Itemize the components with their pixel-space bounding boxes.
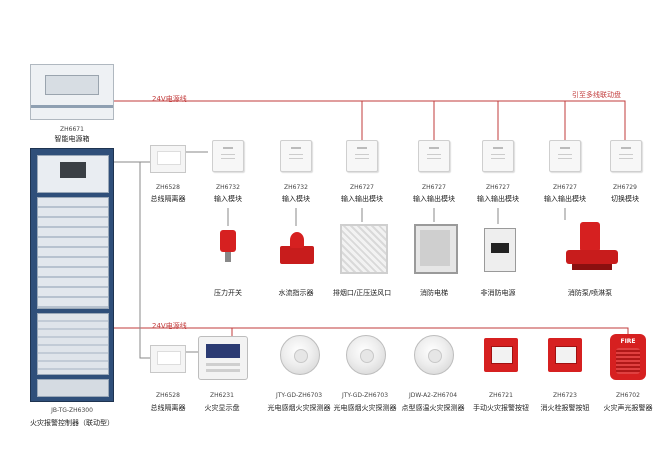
controller-main-panel [37, 155, 109, 193]
fire-pump-label: 消防泵/喷淋泵 [567, 289, 613, 297]
manual-alarm-button [484, 338, 518, 372]
upper-isolator-device [150, 145, 186, 173]
sound-light-alarm-name: 火灾声光报警器 [603, 404, 653, 412]
fire-text: FIRE [620, 338, 636, 345]
bus-vertical [139, 162, 150, 359]
heat-detector [414, 335, 454, 375]
io-module-1-code: ZH6727 [350, 184, 374, 191]
io-module-4-name: 输入输出模块 [544, 195, 586, 203]
switch-module [610, 140, 642, 172]
io-module-4 [549, 140, 581, 172]
lower-isolator-code: ZH6528 [156, 392, 180, 399]
sound-light-alarm: FIRE [610, 334, 646, 380]
io-module-3 [482, 140, 514, 172]
fire-display-panel [198, 336, 248, 380]
input-module-1-name: 输入模块 [214, 195, 242, 203]
power-panel-strip [31, 105, 113, 108]
smoke-detector-1 [280, 335, 320, 375]
io-module-2-code: ZH6727 [422, 184, 446, 191]
switch-module-code: ZH6729 [613, 184, 637, 191]
power-panel-code: ZH6671 [60, 126, 84, 133]
controller-screen [60, 162, 86, 178]
power-panel-box [30, 64, 114, 120]
manual-alarm-name: 手动火灾报警按钮 [473, 404, 529, 412]
io-module-1 [346, 140, 378, 172]
heat-detector-name: 点型感温火灾探测器 [401, 404, 465, 412]
lower-isolator-name: 总线隔离器 [150, 404, 186, 412]
input-module-2 [280, 140, 312, 172]
hydrant-alarm-code: ZH6723 [553, 392, 577, 399]
non-fire-power-icon [484, 228, 516, 272]
io-module-1-name: 输入输出模块 [341, 195, 383, 203]
non-fire-power-label: 非消防电源 [480, 289, 516, 297]
pressure-switch-label: 压力开关 [214, 289, 242, 297]
io-module-2 [418, 140, 450, 172]
smoke-vent-label: 排烟口/正压送风口 [332, 289, 392, 297]
smoke-detector-1-name: 光电感烟火灾探测器 [267, 404, 331, 412]
pressure-switch-icon [216, 230, 240, 264]
smoke-detector-1-code: JTY-GD-ZH6703 [275, 392, 323, 399]
heat-detector-code: JDW-A2-ZH6704 [408, 392, 458, 399]
power-panel-name: 智能电源箱 [54, 135, 90, 143]
controller-button-rows [37, 197, 109, 309]
fire-elevator-label: 消防电梯 [420, 289, 448, 297]
input-module-2-code: ZH6732 [284, 184, 308, 191]
upper-isolator-code: ZH6528 [156, 184, 180, 191]
input-module-2-name: 输入模块 [282, 195, 310, 203]
io-module-4-code: ZH6727 [553, 184, 577, 191]
water-flow-indicator-label: 水流指示器 [278, 289, 314, 297]
lower-power-line [112, 327, 629, 336]
controller-code: JB-TG-ZH6300 [51, 407, 93, 414]
controller-lower-panel [37, 313, 109, 375]
controller-base [37, 379, 109, 397]
input-module-1-code: ZH6732 [216, 184, 240, 191]
power-panel-display [45, 75, 99, 95]
upper-isolator-name: 总线隔离器 [150, 195, 186, 203]
multi-line-label: 引至多线联动盘 [572, 91, 621, 99]
hydrant-alarm-name: 消火栓报警按钮 [540, 404, 590, 412]
hydrant-alarm-button [548, 338, 582, 372]
manual-alarm-code: ZH6721 [489, 392, 513, 399]
water-flow-indicator-icon [280, 232, 314, 268]
io-module-2-name: 输入输出模块 [413, 195, 455, 203]
lower-isolator-device [150, 345, 186, 373]
fire-display-name: 火灾显示盘 [204, 404, 240, 412]
io-module-3-name: 输入输出模块 [477, 195, 519, 203]
smoke-detector-2-code: JTY-GD-ZH6703 [341, 392, 389, 399]
switch-module-name: 切换模块 [611, 195, 639, 203]
signal-line-label: 24V电源线 [152, 322, 187, 330]
smoke-vent-icon [340, 224, 388, 274]
upper-power-line [112, 100, 626, 140]
controller-name: 火灾报警控制器（联动型） [30, 419, 114, 427]
io-module-3-code: ZH6727 [486, 184, 510, 191]
fire-elevator-icon [414, 224, 458, 274]
input-module-1 [212, 140, 244, 172]
smoke-detector-2-name: 光电感烟火灾探测器 [333, 404, 397, 412]
power-line-label: 24V电源线 [152, 95, 187, 103]
fire-pump-icon [566, 222, 618, 274]
controller-cabinet [30, 148, 114, 402]
fire-display-code: ZH6231 [210, 392, 234, 399]
sound-light-alarm-code: ZH6702 [616, 392, 640, 399]
smoke-detector-2 [346, 335, 386, 375]
